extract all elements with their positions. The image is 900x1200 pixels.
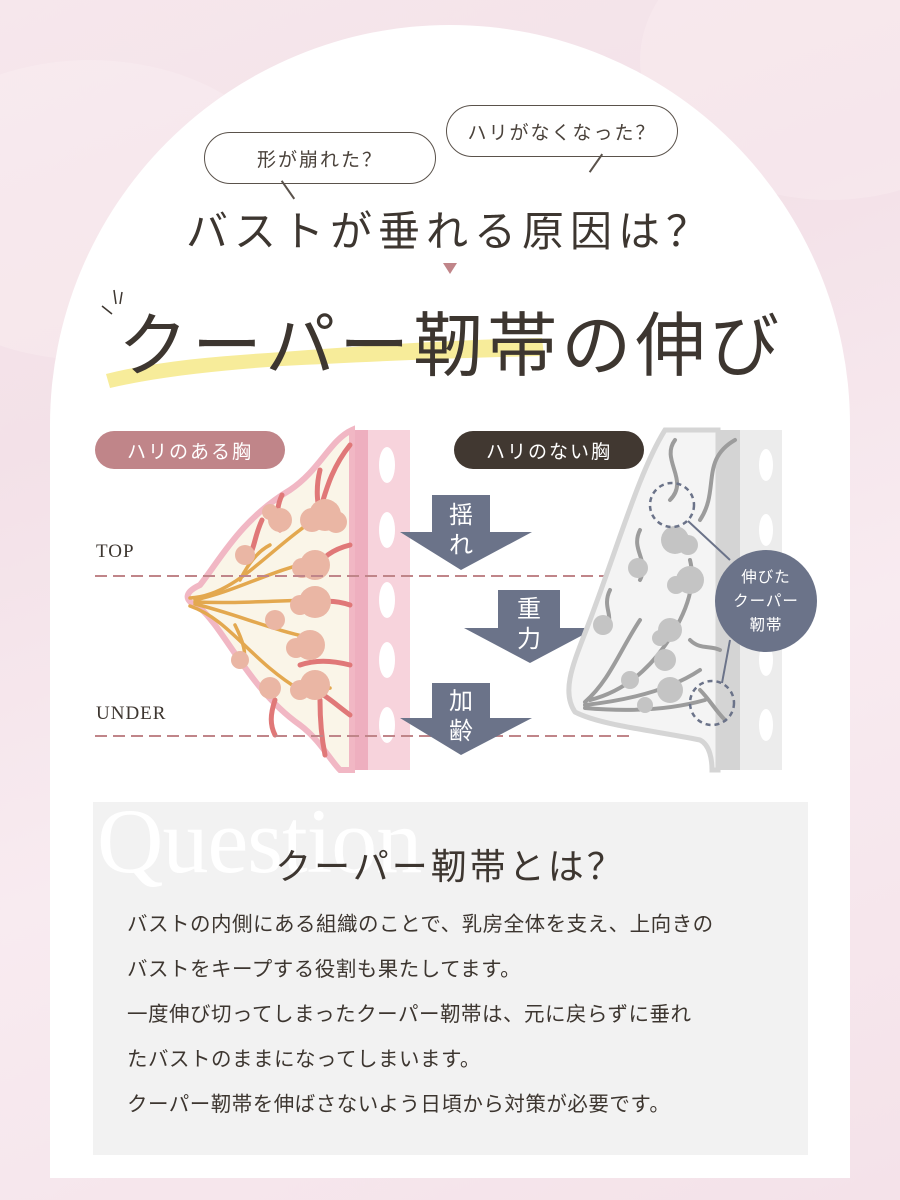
- bust-comparison-illustration: [95, 425, 782, 773]
- firm-bust-label: ハリのある胸: [95, 431, 285, 469]
- cause-label-aging: 加 齢: [441, 686, 481, 746]
- down-triangle-icon: [443, 263, 457, 274]
- cause-label-sway: 揺 れ: [441, 500, 481, 560]
- cause-char: れ: [449, 531, 473, 559]
- highlighter-stroke: [106, 338, 544, 388]
- stretched-ligament-callout: 伸びた クーパー 靭帯: [715, 550, 817, 652]
- under-label: UNDER: [96, 703, 167, 724]
- sparkle-lines-icon: [101, 289, 123, 315]
- sagging-bust-label-text: ハリのない胸: [485, 440, 612, 463]
- question-box-body: バストの内側にある組織のことで、乳房全体を支え、上向きの バストをキープする役割…: [127, 902, 787, 1127]
- main-title: クーパー靭帯の伸び: [118, 305, 784, 387]
- paragraph-line: バストの内側にある組織のことで、乳房全体を支え、上向きの: [127, 912, 714, 936]
- sagging-bust-label: ハリのない胸: [454, 431, 644, 469]
- paragraph-line: バストをキープする役割も果たしてます。: [127, 957, 522, 981]
- ligament-highlight-circle: [648, 481, 696, 529]
- callout-line: クーパー: [733, 592, 799, 610]
- cause-char: 力: [517, 625, 541, 653]
- speech-bubble-text: ハリがなくなった？: [467, 121, 657, 144]
- callout-line: 伸びた: [741, 568, 791, 586]
- top-label: TOP: [96, 541, 135, 562]
- cause-arrows: [400, 495, 596, 755]
- speech-bubble-shape: 形が崩れた？: [204, 132, 436, 200]
- question-box: Question クーパー靭帯とは？ バストの内側にある組織のことで、乳房全体を…: [93, 802, 808, 1155]
- cause-char: 揺: [449, 501, 473, 529]
- firm-bust-illustration: [184, 425, 410, 773]
- cause-char: 重: [517, 595, 541, 623]
- paragraph-line: たバストのままになってしまいます。: [127, 1047, 481, 1071]
- question-watermark: Question: [97, 802, 422, 892]
- speech-bubble-text: 形が崩れた？: [256, 148, 383, 171]
- cause-label-gravity: 重 力: [509, 594, 549, 654]
- firm-bust-label-text: ハリのある胸: [126, 440, 253, 463]
- question-box-title: クーパー靭帯とは？: [275, 847, 626, 888]
- cause-char: 加: [449, 687, 473, 715]
- cause-char: 齢: [449, 717, 473, 745]
- question-heading: バストが垂れる原因は？: [185, 207, 714, 256]
- paragraph-line: 一度伸び切ってしまったクーパー靭帯は、元に戻らずに垂れ: [127, 1002, 692, 1026]
- ligament-highlight-circle: [688, 679, 736, 727]
- speech-bubble-firmness: ハリがなくなった？: [446, 105, 678, 173]
- paragraph-line: クーパー靭帯を伸ばさないよう日頃から対策が必要です。: [127, 1092, 671, 1116]
- callout-line: 靭帯: [749, 616, 783, 634]
